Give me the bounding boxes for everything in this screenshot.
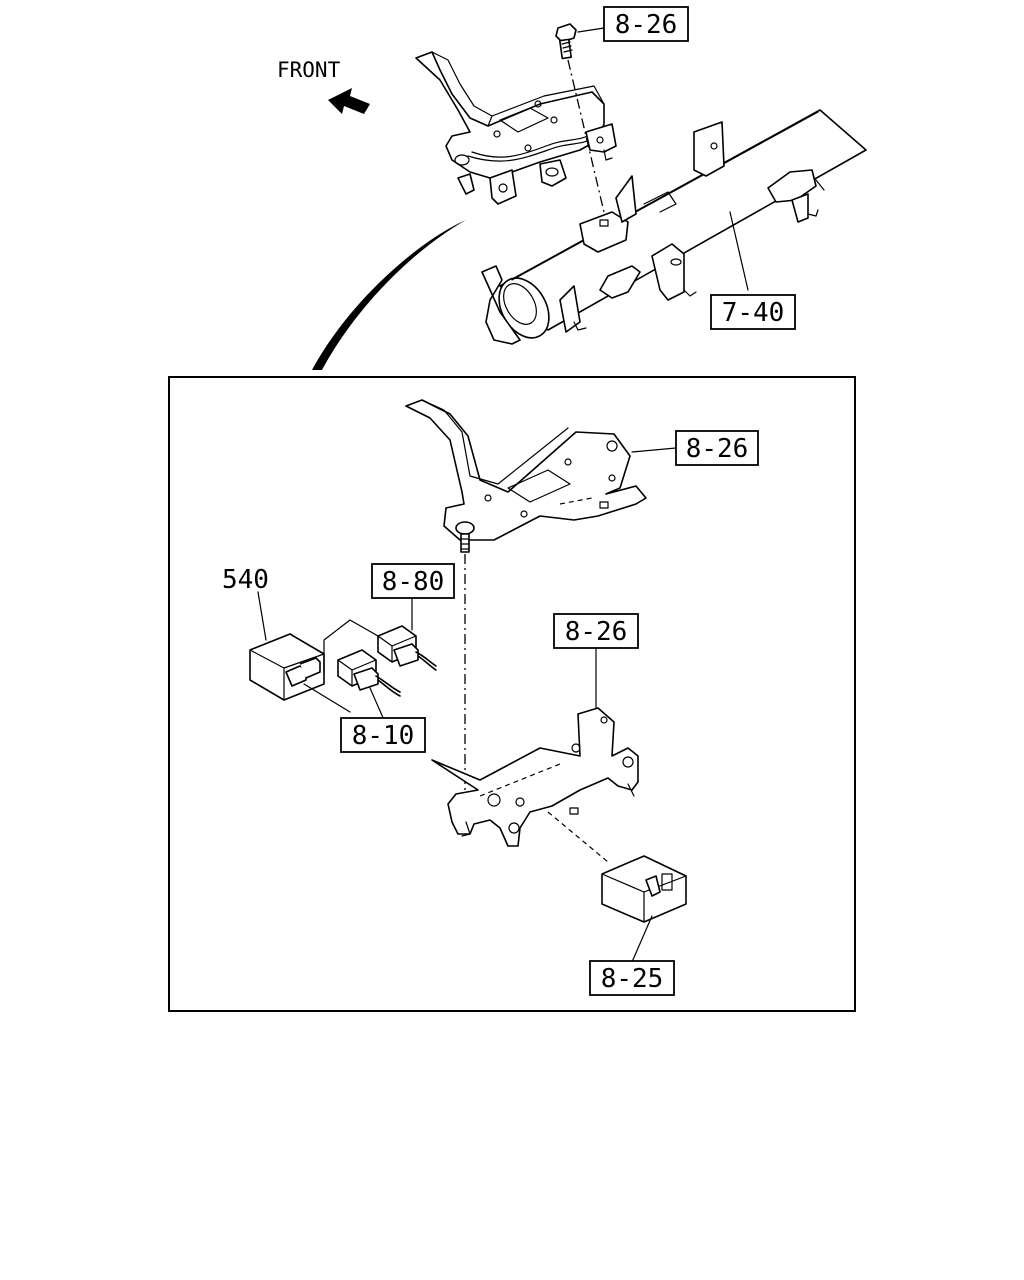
arrow-front-icon (328, 88, 370, 114)
cross-member-tube (481, 109, 867, 345)
callout-lower-bracket-text: 8-26 (565, 617, 628, 647)
relay-8-25 (601, 855, 687, 923)
callout-connector-880: 8-80 (371, 563, 455, 599)
callout-harness-810-text: 8-10 (352, 721, 415, 751)
upper-bracket-detail (405, 399, 647, 553)
callout-relay-825: 8-25 (589, 960, 675, 996)
detail-pointer-curve (312, 220, 466, 370)
callout-upper-bracket: 8-26 (675, 430, 759, 466)
lower-bracket-detail (431, 707, 639, 847)
callout-cross-member-text: 7-40 (722, 298, 785, 328)
bolt-top (555, 23, 577, 60)
callout-top-bolt-text: 8-26 (615, 10, 678, 40)
callout-upper-bracket-text: 8-26 (686, 434, 749, 464)
callout-top-bolt: 8-26 (603, 6, 689, 42)
callout-connector-880-text: 8-80 (382, 567, 445, 597)
callout-harness-810: 8-10 (340, 717, 426, 753)
detail-frame (168, 376, 856, 1012)
upper-bracket-assembly-top (415, 51, 617, 205)
callout-cross-member: 7-40 (710, 294, 796, 330)
connector-8-80 (303, 619, 437, 713)
front-label: FRONT (277, 58, 341, 82)
callout-relay-540: 540 (222, 565, 269, 595)
callout-lower-bracket: 8-26 (553, 613, 639, 649)
callout-relay-825-text: 8-25 (601, 964, 664, 994)
relay-540 (249, 633, 325, 701)
